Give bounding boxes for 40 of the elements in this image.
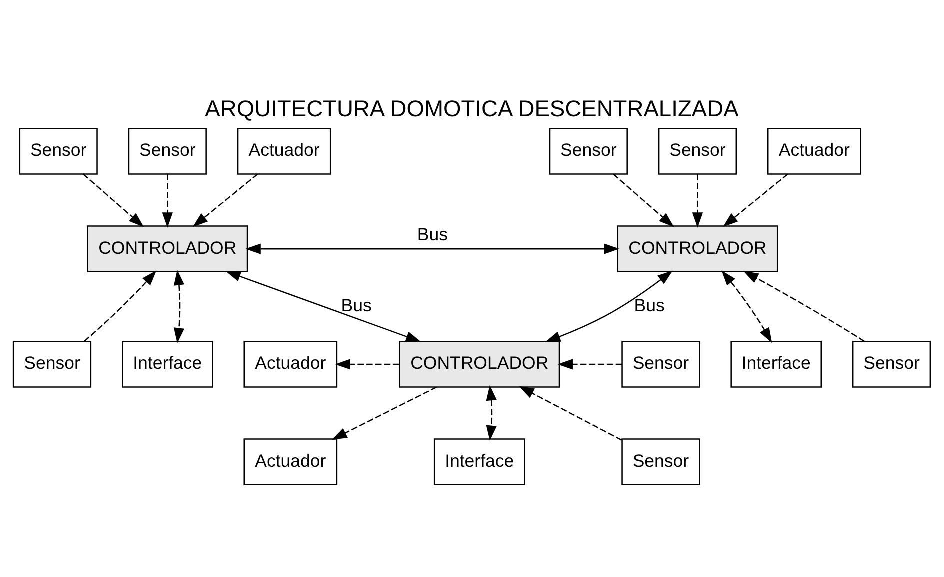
edge-label: Bus <box>634 294 665 315</box>
node-box: Interface <box>434 438 526 486</box>
arrow <box>332 386 438 440</box>
node-box: Actuador <box>237 127 332 174</box>
node-box: Sensor <box>622 340 700 388</box>
node-box: Actuador <box>767 127 862 174</box>
node-box: Interface <box>730 340 822 388</box>
arrow <box>84 270 157 342</box>
node-box: Interface <box>122 340 214 388</box>
arrow <box>174 270 184 343</box>
arrow <box>743 270 865 342</box>
arrow <box>82 173 144 227</box>
node-box: Sensor <box>622 438 700 486</box>
arrow <box>226 270 422 342</box>
node-box: Sensor <box>128 127 207 174</box>
node-box: Sensor <box>12 340 92 388</box>
arrow <box>246 243 620 254</box>
diagram-title: ARQUITECTURA DOMOTICA DESCENTRALIZADA <box>205 94 739 121</box>
edge-label: Bus <box>341 294 372 315</box>
arrow <box>722 270 772 343</box>
arrow <box>519 386 622 440</box>
node-box: Sensor <box>19 127 98 174</box>
node-box: Sensor <box>658 127 738 174</box>
node-box: CONTROLADOR <box>617 225 778 272</box>
arrow <box>162 174 173 228</box>
node-box: CONTROLADOR <box>399 340 560 388</box>
node-box: CONTROLADOR <box>87 225 248 272</box>
node-box: Actuador <box>244 438 338 486</box>
arrow <box>545 270 673 342</box>
arrow <box>613 173 674 227</box>
node-box: Sensor <box>549 127 628 174</box>
arrow <box>558 358 622 370</box>
node-box: Actuador <box>244 340 338 388</box>
edge-label: Bus <box>417 224 448 244</box>
arrow <box>692 174 704 228</box>
arrow <box>723 173 788 227</box>
arrow <box>486 384 497 440</box>
node-box: Sensor <box>852 340 932 388</box>
arrow <box>335 358 400 370</box>
arrow <box>192 173 258 227</box>
